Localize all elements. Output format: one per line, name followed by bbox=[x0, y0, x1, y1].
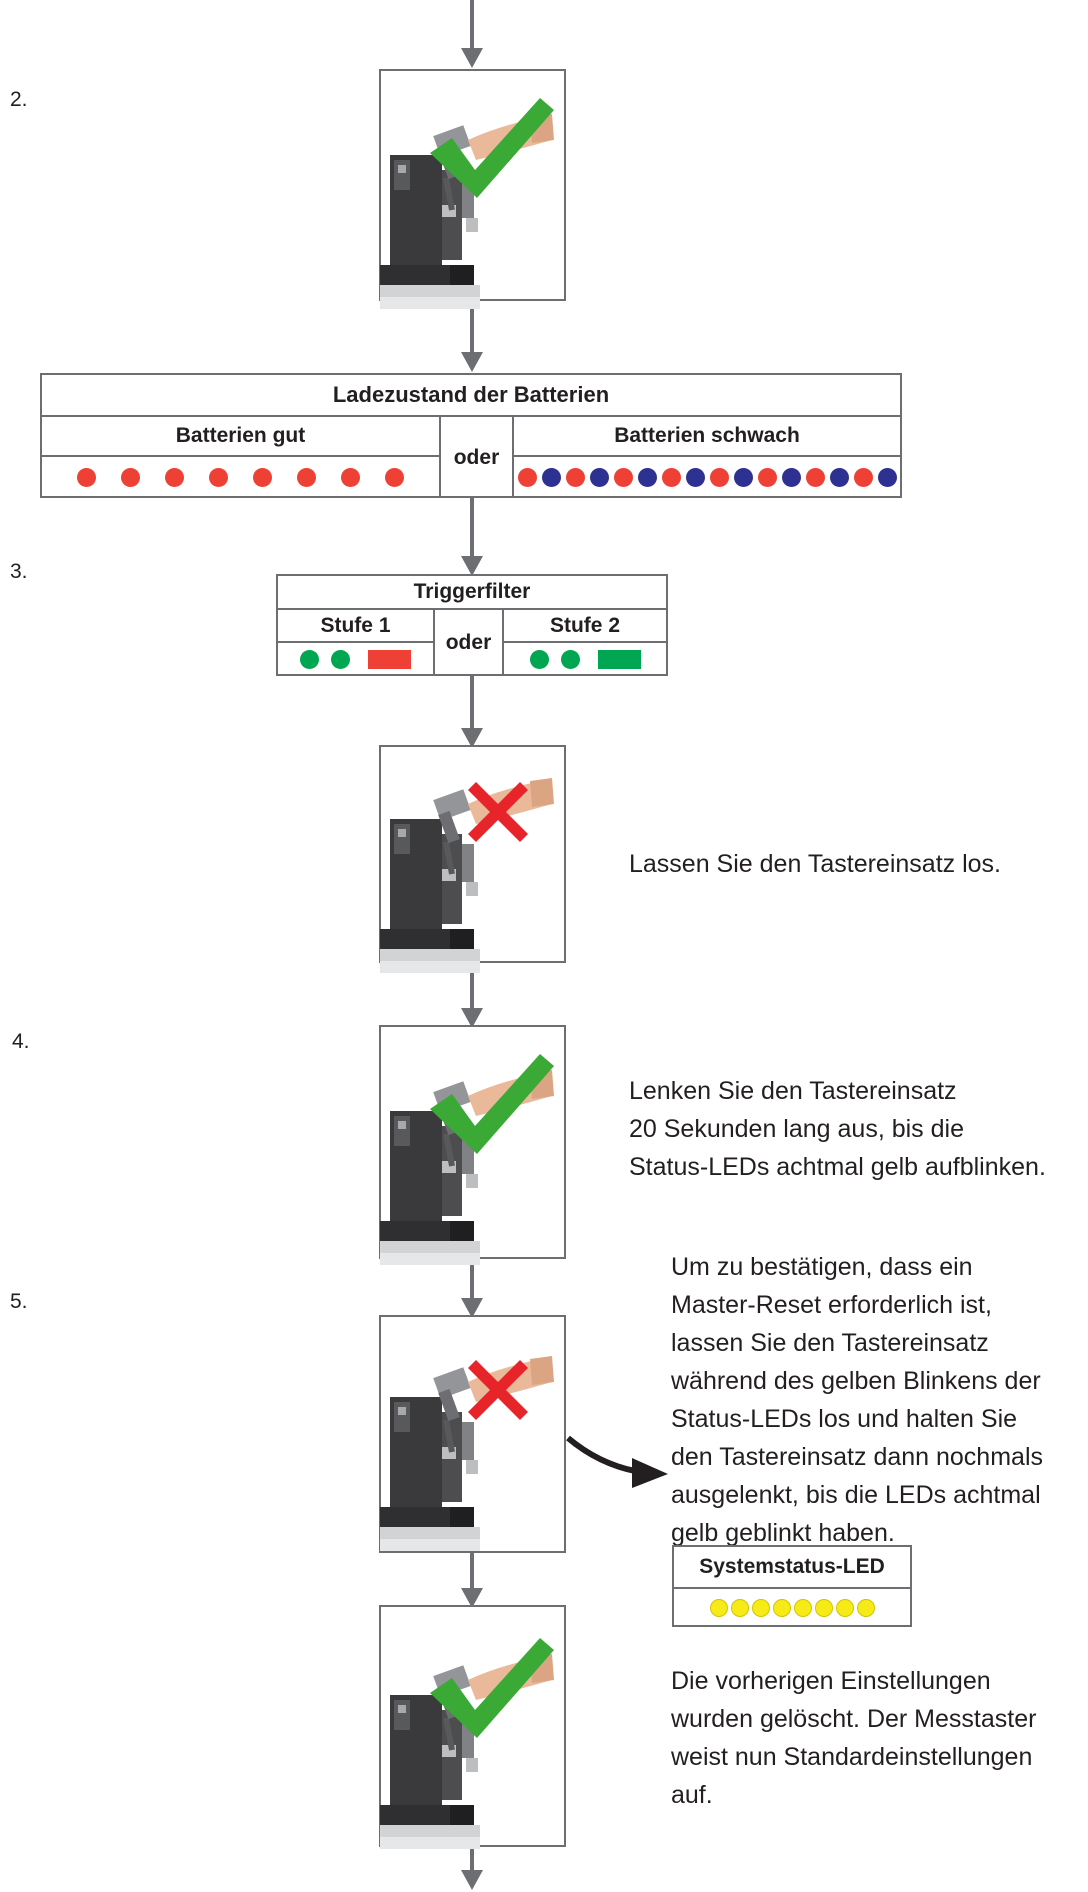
battery-good-leds bbox=[42, 455, 439, 498]
led-dot bbox=[541, 468, 561, 487]
confirm-reset-instruction: Um zu bestätigen, dass ein Master-Reset … bbox=[671, 1253, 1043, 1547]
led-dot bbox=[385, 468, 404, 487]
led-dot bbox=[341, 468, 360, 487]
led-dot bbox=[121, 468, 140, 487]
step-number: 3. bbox=[10, 560, 28, 583]
led-dot bbox=[253, 468, 272, 487]
probe-frame-deflect-1 bbox=[380, 69, 566, 309]
led-bar bbox=[368, 650, 411, 669]
led-dot bbox=[165, 468, 184, 487]
led-dot bbox=[209, 468, 228, 487]
led-dot bbox=[565, 468, 585, 487]
led-dot bbox=[77, 468, 96, 487]
step-number: 2. bbox=[10, 88, 28, 111]
led-dot bbox=[709, 1599, 728, 1617]
trigger-level1-leds bbox=[278, 641, 433, 676]
trigger-filter-table: Triggerfilter Stufe 1 oder Stufe 2 bbox=[276, 574, 668, 676]
probe-frame-deflect-2 bbox=[380, 1025, 566, 1265]
led-dot bbox=[856, 1599, 875, 1617]
led-dot bbox=[300, 650, 319, 669]
battery-status-table: Ladezustand der Batterien Batterien gut … bbox=[40, 373, 902, 498]
led-dot bbox=[814, 1599, 833, 1617]
led-dot bbox=[829, 468, 849, 487]
system-status-table: Systemstatus-LED bbox=[672, 1545, 912, 1627]
led-dot bbox=[877, 468, 897, 487]
led-dot bbox=[529, 650, 549, 669]
led-dot bbox=[781, 468, 801, 487]
probe-frame-release-1 bbox=[380, 745, 566, 973]
led-dot bbox=[297, 468, 316, 487]
led-dot bbox=[331, 650, 350, 669]
step-number: 5. bbox=[10, 1290, 28, 1313]
led-dot bbox=[589, 468, 609, 487]
led-dot bbox=[793, 1599, 812, 1617]
led-dot bbox=[853, 468, 873, 487]
led-dot bbox=[517, 468, 537, 487]
led-dot bbox=[835, 1599, 854, 1617]
result-text: Die vorherigen Einstellungen wurden gelö… bbox=[671, 1667, 1037, 1809]
or-label: oder bbox=[433, 610, 502, 676]
battery-weak-leds bbox=[514, 455, 900, 498]
system-status-title: Systemstatus-LED bbox=[699, 1555, 885, 1578]
trigger-level2-leds bbox=[504, 641, 666, 676]
led-bar bbox=[597, 650, 641, 669]
trigger-level2-label: Stufe 2 bbox=[549, 614, 620, 637]
system-status-leds bbox=[674, 1587, 910, 1627]
probe-frame-release-2 bbox=[380, 1315, 566, 1552]
led-dot bbox=[730, 1599, 749, 1617]
step-number: 4. bbox=[12, 1030, 30, 1053]
led-dot bbox=[805, 468, 825, 487]
trigger-level1-label: Stufe 1 bbox=[320, 614, 391, 637]
deflect-instruction: Lenken Sie den Tastereinsatz 20 Sekunden… bbox=[629, 1077, 1046, 1181]
battery-weak-label: Batterien schwach bbox=[614, 424, 800, 447]
led-dot bbox=[613, 468, 633, 487]
or-label: oder bbox=[439, 417, 512, 498]
led-dot bbox=[733, 468, 753, 487]
release-instruction: Lassen Sie den Tastereinsatz los. bbox=[629, 850, 1001, 878]
led-dot bbox=[661, 468, 681, 487]
battery-table-title: Ladezustand der Batterien bbox=[332, 382, 610, 407]
led-dot bbox=[685, 468, 705, 487]
led-dot bbox=[751, 1599, 770, 1617]
led-dot bbox=[757, 468, 777, 487]
flow-arrows bbox=[461, 0, 483, 1890]
curved-arrow-icon bbox=[566, 1435, 668, 1488]
led-dot bbox=[772, 1599, 791, 1617]
battery-good-label: Batterien gut bbox=[175, 424, 306, 447]
trigger-table-title: Triggerfilter bbox=[413, 580, 531, 603]
led-dot bbox=[709, 468, 729, 487]
led-dot bbox=[637, 468, 657, 487]
probe-frame-deflect-3 bbox=[380, 1605, 566, 1849]
led-dot bbox=[560, 650, 580, 669]
